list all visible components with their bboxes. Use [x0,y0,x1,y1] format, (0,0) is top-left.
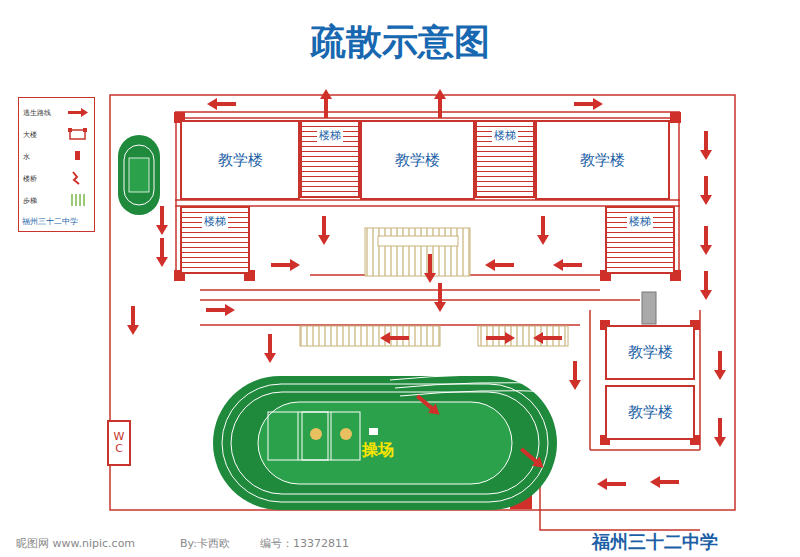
area-label: WC [114,431,125,455]
legend-sample [67,105,89,119]
area-label: 教学楼 [628,403,673,422]
legend-box: 逃生路线大楼水楼桥步梯 [18,97,95,232]
school-name: 福州三十二中学 [22,216,78,227]
watermark: 昵图网 www.nipic.com [16,536,135,551]
area-label: 楼梯 [627,214,653,229]
area-label: 教学楼 [395,151,440,170]
legend-text: 逃生路线 [23,108,51,118]
area-label: 楼梯 [202,214,228,229]
legend-sample [67,149,89,163]
legend-sample [67,127,89,141]
toilet-box: WC [107,420,131,466]
school-name: 福州三十二中学 [592,530,718,554]
playground: 操场 [213,376,557,510]
building-box: 教学楼 [360,120,475,200]
stair-box: 楼梯 [605,206,675,274]
area-label: 操场 [362,440,394,461]
area-label: 教学楼 [628,343,673,362]
building-box: 教学楼 [535,120,670,200]
area-label: 教学楼 [218,151,263,170]
area-label: 楼梯 [492,128,518,143]
legend-text: 步梯 [23,196,37,206]
area-label: 楼梯 [317,128,343,143]
legend-text: 水 [23,152,30,162]
legend-sample [67,193,89,207]
building-box: 教学楼 [605,325,695,380]
stair-box: 楼梯 [300,120,360,198]
stair-box: 楼梯 [475,120,535,198]
area-label: 教学楼 [580,151,625,170]
legend-sample [67,171,89,185]
legend-text: 楼桥 [23,174,37,184]
stair-box: 楼梯 [180,206,250,274]
watermark: 编号：13372811 [260,536,349,551]
legend-text: 大楼 [23,130,37,140]
building-box: 教学楼 [605,385,695,440]
title: 疏散示意图 [0,18,800,67]
watermark: By:卡西欧 [180,536,230,551]
building-box: 教学楼 [180,120,300,200]
